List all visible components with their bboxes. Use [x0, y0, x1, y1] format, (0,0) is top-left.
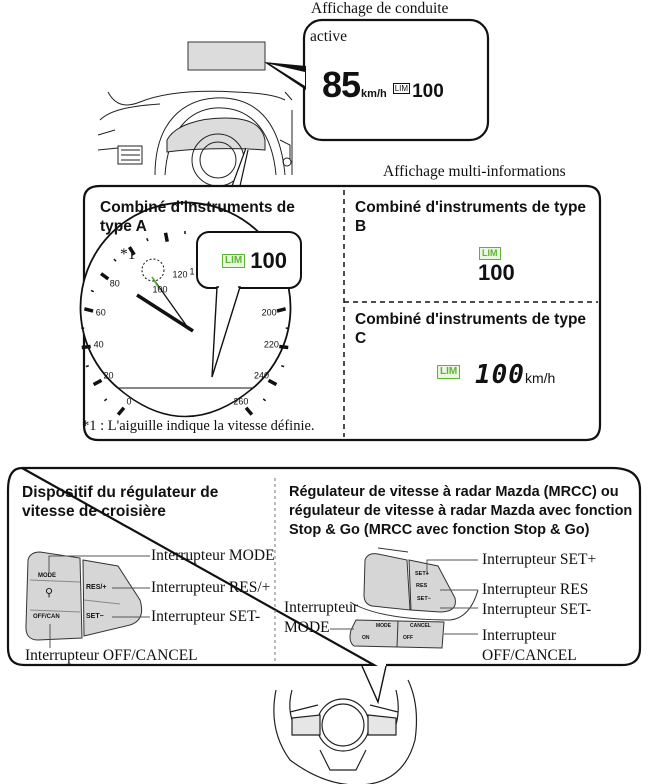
mrcc-switch-mode-text: MODE — [376, 623, 391, 629]
lim-badge-type-b: LIM — [479, 247, 501, 260]
multi-info-box — [82, 184, 602, 442]
gauge-tick-label: 220 — [263, 339, 279, 350]
gauge-tick — [85, 364, 90, 368]
gauge-tick — [92, 378, 103, 387]
gauge-tick — [127, 246, 136, 256]
cruise-leader-lines — [48, 555, 150, 648]
mrcc-label-offcancel-line1: Interrupteur — [482, 627, 557, 644]
mrcc-label-setplus: Interrupteur SET+ — [482, 551, 597, 568]
type-c-badge-wrap: LIM — [437, 361, 461, 379]
type-a-callout-bubble — [196, 231, 302, 289]
cruise-label-off-cancel: Interrupteur OFF/CANCEL — [25, 647, 198, 664]
steering-wheel-drawing — [273, 679, 418, 784]
hud-panel — [187, 41, 266, 71]
marker-asterisk-1: *1 — [120, 246, 136, 263]
gauge-tick — [103, 398, 108, 402]
current-speed: 85 — [322, 64, 361, 105]
mrcc-title: Régulateur de vitesse à radar Mazda (MRC… — [289, 484, 633, 538]
cruise-label-mode: Interrupteur MODE — [151, 547, 275, 564]
marker-circle — [141, 258, 165, 282]
type-c-readout: 100 km/h — [475, 360, 555, 390]
gauge-tick-label: 40 — [93, 339, 104, 350]
gauge-tick — [279, 344, 289, 350]
cruise-title: Dispositif du régulateur de vitesse de c… — [22, 484, 219, 520]
gauge-tick — [90, 289, 95, 293]
switch-box — [6, 466, 642, 667]
type-a-footnote: *1 : L'aiguille indique la vitesse défin… — [82, 418, 315, 434]
gauge-tick-label: 20 — [103, 370, 114, 381]
type-c-set-speed: 100 — [475, 360, 525, 390]
mrcc-label-setminus: Interrupteur SET- — [482, 601, 592, 618]
gauge-tick — [262, 398, 267, 402]
type-b-title: Combiné d'instruments de type B — [355, 199, 587, 235]
switch-mode-text: MODE — [38, 573, 56, 579]
gauge-tick — [113, 258, 117, 262]
driving-display-readout: 85 km/h LIM 100 — [322, 64, 444, 106]
gauge-tick — [163, 232, 169, 243]
wheel-pointer — [361, 665, 387, 705]
gauge-tick-label: 80 — [109, 278, 120, 289]
gauge-tick-label: 260 — [233, 396, 249, 407]
mrcc-label-res: Interrupteur RES — [482, 581, 589, 598]
type-a-title: Combiné d'instruments de type A — [100, 199, 295, 235]
mrcc-label-offcancel-line2: OFF/CANCEL — [482, 647, 577, 664]
gauge-tick — [267, 378, 278, 387]
mrcc-switch-on-text: ON — [362, 635, 370, 641]
mrcc-label-mode-line2: MODE — [284, 619, 330, 636]
speed-needle — [136, 293, 194, 333]
type-a-set-speed: 100 — [250, 248, 287, 273]
type-c-unit: km/h — [524, 370, 556, 386]
switch-set-text: SET− — [86, 613, 104, 620]
dashboard-drawing — [97, 90, 293, 187]
mrcc-switch-off-text: OFF — [403, 635, 413, 641]
gauge-tick — [244, 406, 254, 416]
type-a-callout: LIM 100 — [222, 248, 287, 274]
cruise-switch-drawing — [25, 551, 143, 641]
set-speed-hud: 100 — [412, 81, 444, 102]
mrcc-switch-cancel-text: CANCEL — [410, 623, 431, 629]
gauge-tick — [276, 307, 287, 313]
cruise-icon: ⚲ — [45, 587, 54, 599]
hud-pointer — [264, 62, 306, 90]
gauge-tick-label: 0 — [126, 396, 132, 407]
mrcc-switch-drawing — [349, 547, 479, 649]
multi-info-caption: Affichage multi-informations — [383, 163, 566, 180]
switch-res-text: RES/+ — [86, 584, 107, 591]
driving-display-caption: Affichage de conduite — [311, 0, 449, 17]
lim-badge-hud: LIM — [392, 83, 411, 94]
speed-unit: km/h — [361, 88, 387, 100]
gauge-tick — [146, 237, 149, 242]
lim-badge-type-a: LIM — [222, 254, 246, 268]
gauge-tick-label: 1 — [189, 266, 195, 277]
gauge-tick — [116, 406, 126, 416]
mrcc-leader-lines — [330, 559, 478, 635]
mrcc-label-mode-line1: Interrupteur — [284, 599, 359, 616]
gauge-tick — [280, 364, 285, 368]
gauge-tick — [81, 344, 91, 350]
mrcc-switch-res-text: RES — [416, 583, 428, 589]
type-b-badge-wrap: LIM — [479, 243, 501, 261]
type-c-title: Combiné d'instruments de type C — [355, 311, 587, 347]
gauge-tick-label: 240 — [253, 370, 269, 381]
mrcc-switch-setplus-text: SET+ — [415, 571, 429, 577]
gauge-tick — [83, 307, 94, 313]
type-b-set-speed: 100 — [478, 260, 515, 285]
lim-badge-type-c: LIM — [437, 365, 461, 379]
set-speed-green-needle — [151, 276, 161, 291]
gauge-tick-label: 120 — [172, 269, 188, 280]
mrcc-switch-setminus-text: SET− — [417, 596, 431, 602]
gauge-tick-label: 100 — [152, 284, 168, 295]
cruise-label-res: Interrupteur RES/+ — [151, 579, 271, 596]
gauge-tick — [99, 272, 110, 281]
switch-offcan-text: OFF/CAN — [33, 614, 60, 620]
gauge-tick-label: 200 — [261, 307, 277, 318]
gauge-tick-marks — [81, 231, 289, 416]
cruise-label-set: Interrupteur SET- — [151, 608, 261, 625]
gauge-tick-label: 60 — [95, 307, 106, 318]
driving-display-status: active — [310, 28, 348, 45]
